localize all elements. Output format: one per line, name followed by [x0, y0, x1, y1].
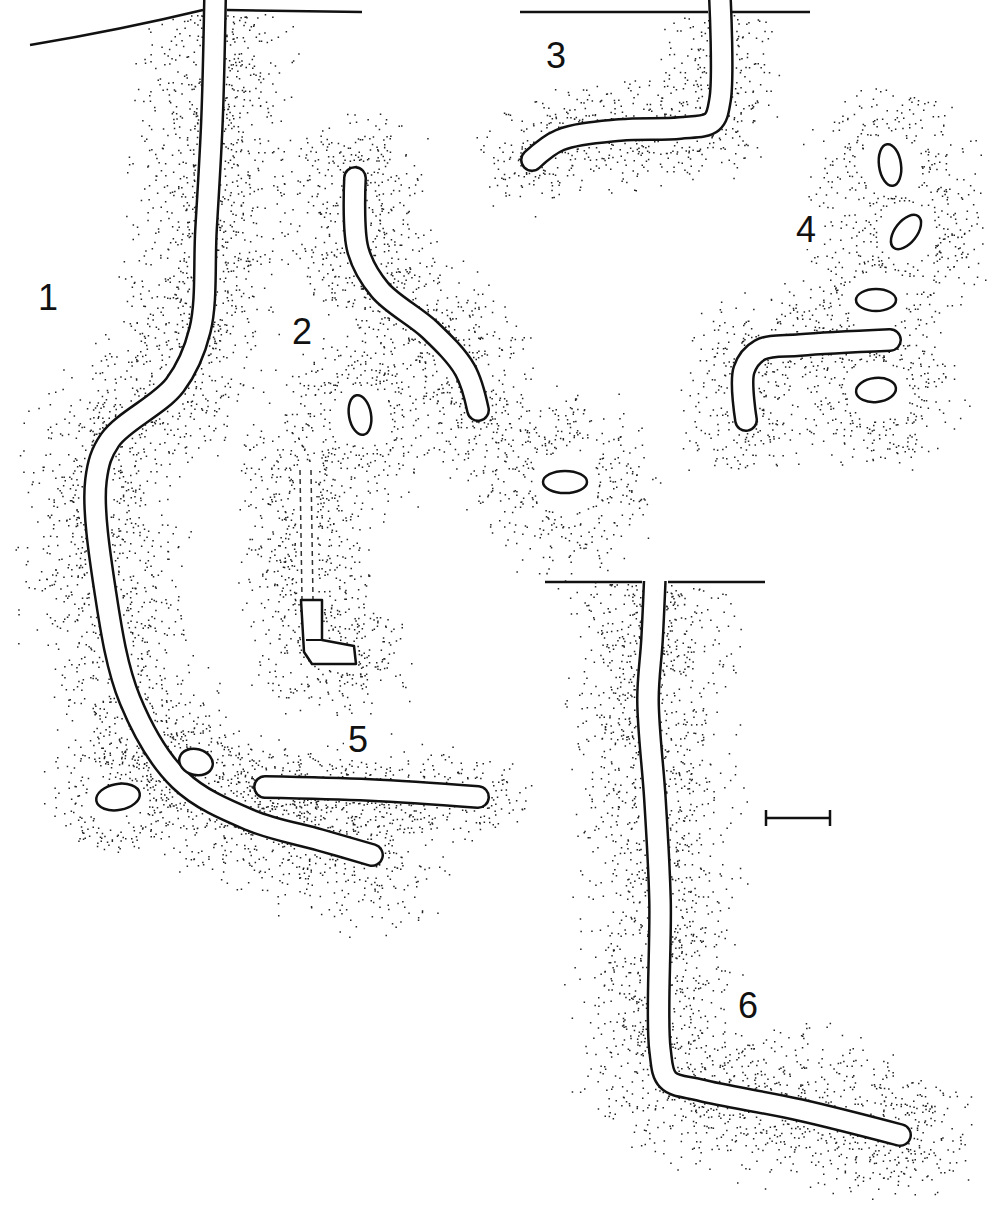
- ground-surface: [732, 11, 810, 14]
- cell-partition: [306, 639, 322, 641]
- filled-tunnel: [300, 470, 302, 600]
- burrow-outline: [265, 787, 478, 797]
- burrow-outline: [354, 178, 478, 410]
- ground-surface: [520, 11, 708, 14]
- brood-cell: [856, 289, 896, 311]
- figure-number: 3: [542, 37, 570, 75]
- burrow-tunnel: [95, 0, 372, 855]
- brood-cell: [885, 209, 927, 254]
- brood-cell: [94, 780, 142, 813]
- burrow-outline: [95, 0, 372, 855]
- brood-cell: [346, 393, 375, 436]
- brood-cell: [876, 143, 904, 188]
- burrow-tunnel: [532, 0, 722, 160]
- soil-stipple: [16, 14, 987, 1200]
- ground-surface: [227, 10, 362, 12]
- figure-number: 1: [34, 279, 62, 317]
- figure-number: 5: [344, 721, 372, 759]
- brood-cell: [543, 471, 587, 493]
- burrow-outline: [532, 0, 722, 160]
- brood-cell: [301, 600, 356, 664]
- scale-bar-tick: [829, 810, 832, 826]
- scale-bar: [766, 810, 830, 826]
- ground-surface: [30, 10, 203, 45]
- burrow-tunnel: [648, 575, 900, 1135]
- ground-surface: [668, 581, 765, 584]
- brood-cell: [176, 745, 216, 779]
- figure-number: 6: [734, 987, 762, 1025]
- sky-cover: [638, 556, 672, 581]
- scale-bar-line: [766, 817, 830, 820]
- burrow-group: [94, 0, 927, 1135]
- filled-tunnel: [311, 470, 313, 600]
- scale-bar-tick: [765, 810, 768, 826]
- burrow-tunnel: [354, 178, 478, 410]
- brood-cell: [855, 376, 897, 404]
- burrow-tunnel: [265, 787, 478, 797]
- figure-number: 2: [288, 313, 316, 351]
- figure-number: 4: [792, 211, 820, 249]
- burrow-outline: [648, 575, 900, 1135]
- ground-surface: [545, 581, 642, 584]
